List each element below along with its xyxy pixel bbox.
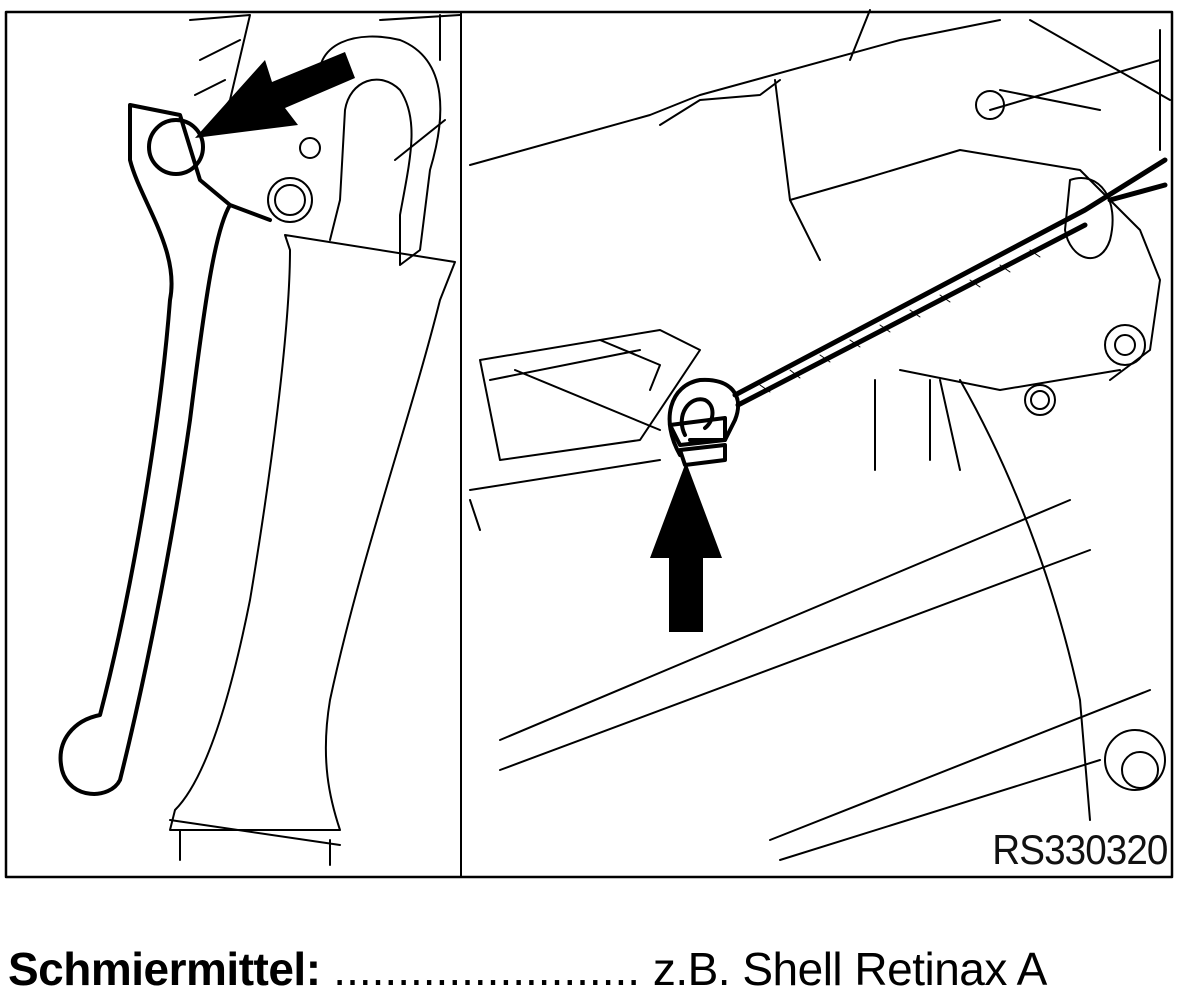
lubricant-caption: Schmiermittel: ........................ … <box>8 942 1047 996</box>
lubricant-value: z.B. Shell Retinax A <box>652 943 1047 995</box>
figure-frame <box>4 10 1174 879</box>
lubricant-label: Schmiermittel: <box>8 943 321 995</box>
technical-illustration <box>4 9 1174 879</box>
panel-right-cable <box>469 9 1171 861</box>
arrow-up-icon <box>650 462 722 632</box>
leader-dots: ........................ <box>320 943 653 995</box>
arrow-left-icon <box>195 52 355 138</box>
figure-code: RS330320 <box>991 826 1168 873</box>
panel-left-lever <box>58 14 461 866</box>
